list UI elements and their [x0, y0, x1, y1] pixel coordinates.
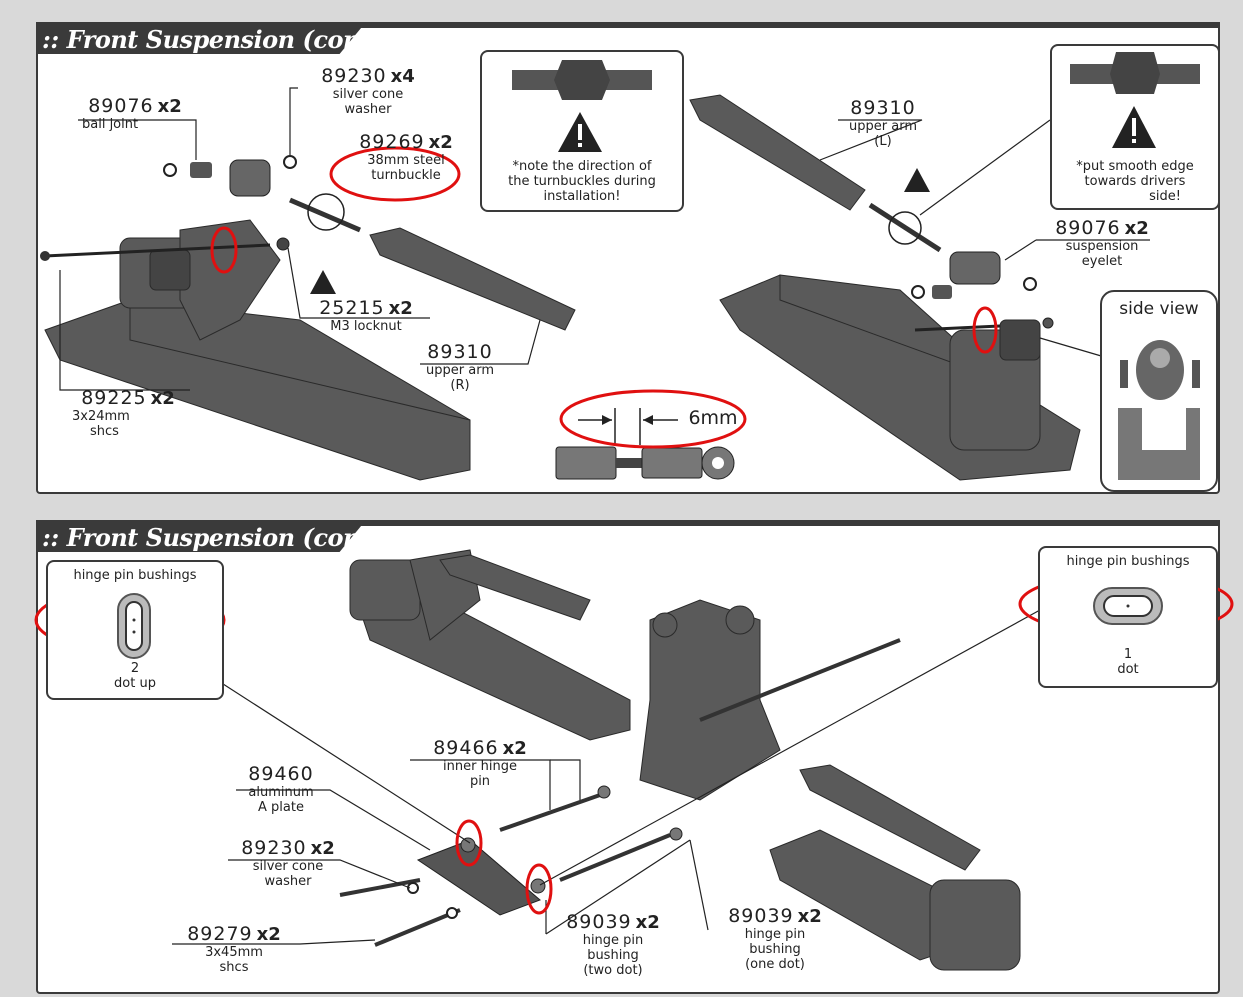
bushings-right-caption: 1 dot [1117, 647, 1139, 677]
turnbuckle-detail-circle [307, 193, 345, 231]
bottom-section-header: :: Front Suspension (cont.) [36, 520, 1220, 552]
label-a-plate: 89460 aluminum A plate [248, 763, 314, 815]
note-smooth-edge: *put smooth edge towards drivers side! [1050, 44, 1220, 210]
bushings-right-title: hinge pin bushings [1066, 554, 1190, 569]
chassis-bulkhead [639, 599, 781, 801]
left-locknut [276, 237, 290, 251]
one-dot-bushing-icon [1093, 587, 1163, 625]
section-title: :: Front Suspension (cont.) [42, 523, 390, 552]
upper-shaft [699, 638, 901, 722]
right-hub-assembly [719, 274, 1081, 481]
bottom-right-hub-assembly [769, 764, 1021, 971]
note-right-text: *put smooth edge towards drivers side! [1076, 159, 1194, 204]
section-title: :: Front Suspension (cont.) [42, 25, 390, 54]
note-left-text: *note the direction of the turnbuckles d… [508, 159, 656, 204]
bushings-left-title: hinge pin bushings [73, 568, 197, 583]
note-turnbuckle-direction: *note the direction of the turnbuckles d… [480, 50, 684, 212]
side-view-illustration [1118, 340, 1200, 480]
turnbuckle-part-icon [512, 60, 652, 152]
bushings-left-caption: 2 dot up [114, 661, 156, 691]
hinge-pins [339, 793, 671, 947]
bottom-left-hub-assembly [349, 549, 631, 741]
upper-arm-l [689, 94, 866, 211]
bushings-one-dot-box: hinge pin bushings 1 dot [1038, 546, 1218, 688]
top-section-header: :: Front Suspension (cont.) [36, 22, 1220, 54]
highlight-ovals [210, 146, 998, 449]
label-upper-arm-l: 89310 upper arm (L) [849, 97, 917, 149]
side-view-label: side view [1119, 299, 1199, 319]
left-screw [44, 243, 271, 258]
warning-icon [904, 168, 930, 192]
a-plate-part [416, 839, 541, 916]
side-view-box: side view [1100, 290, 1218, 492]
bushings-two-dot-box: hinge pin bushings 2 dot up [46, 560, 224, 700]
eyelet-part-icon [1070, 52, 1200, 148]
two-dot-bushing-icon [117, 593, 151, 659]
bottom-leader-lines [172, 609, 1041, 945]
left-screw-head [40, 251, 50, 261]
label-6mm-gap: 6mm [688, 407, 738, 429]
leader-lines [59, 87, 1150, 391]
upper-arm-r [369, 227, 576, 331]
label-upper-arm-r: 89310 upper arm (R) [426, 341, 494, 393]
warning-icon [310, 270, 336, 294]
